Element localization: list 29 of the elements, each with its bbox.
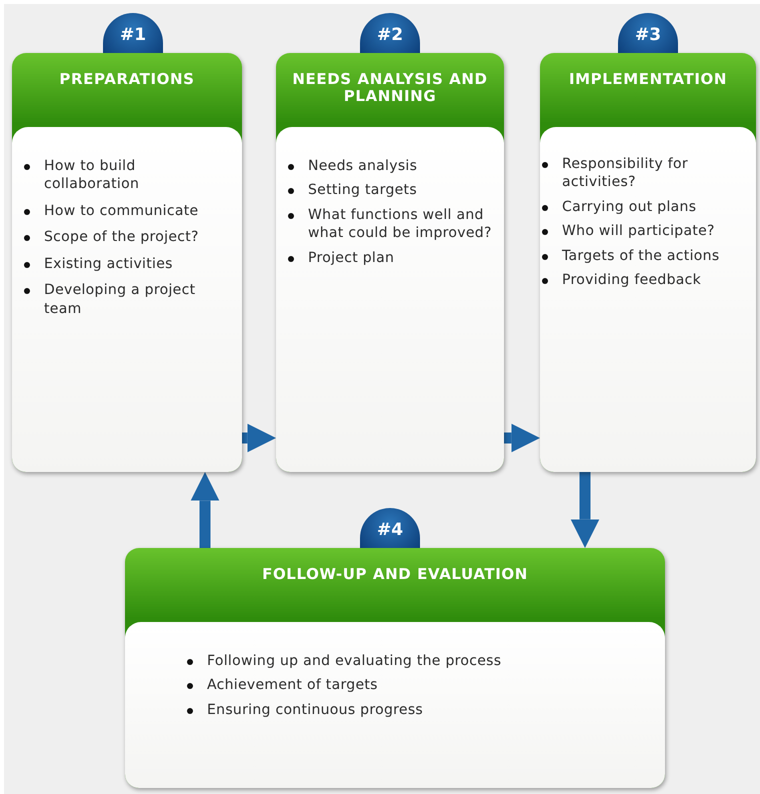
bullet-item: Targets of the actions	[562, 246, 720, 266]
card-title: IMPLEMENTATION	[568, 69, 728, 90]
card-title: PREPARATIONS	[58, 69, 196, 90]
bullet-item: Setting targets	[308, 181, 417, 200]
bullet-item: What functions well and what could be improved?	[308, 206, 493, 243]
bullet-item: How to communicate	[44, 202, 198, 220]
bullet-item: Following up and evaluating the process	[207, 652, 502, 670]
bullet-item: Scope of the project?	[44, 228, 199, 247]
step-card	[12, 53, 242, 472]
bullet-item: Who will participate?	[562, 222, 715, 241]
step-card	[125, 548, 665, 788]
bullet-item: How to build collaboration	[44, 157, 140, 194]
flow-arrow	[190, 472, 220, 548]
step-card	[276, 53, 504, 472]
flow-arrow	[242, 424, 276, 452]
card-title: NEEDS ANALYSIS AND PLANNING	[291, 69, 489, 108]
step-card	[540, 53, 756, 472]
flow-arrow	[570, 472, 600, 548]
bullet-item: Existing activities	[44, 254, 173, 274]
bullet-item: Developing a project team	[44, 281, 196, 318]
bullet-item: Providing feedback	[562, 271, 702, 290]
card-title: FOLLOW-UP AND EVALUATION	[261, 564, 529, 585]
bullet-item: Responsibility for activities?	[562, 155, 689, 192]
flow-arrow	[504, 424, 540, 452]
bullet-item: Achievement of targets	[207, 676, 378, 695]
bullet-item: Needs analysis	[308, 157, 418, 176]
bullet-item: Ensuring continuous progress	[207, 700, 424, 720]
bullet-item: Project plan	[308, 248, 394, 268]
bullet-item: Carrying out plans	[562, 198, 696, 216]
